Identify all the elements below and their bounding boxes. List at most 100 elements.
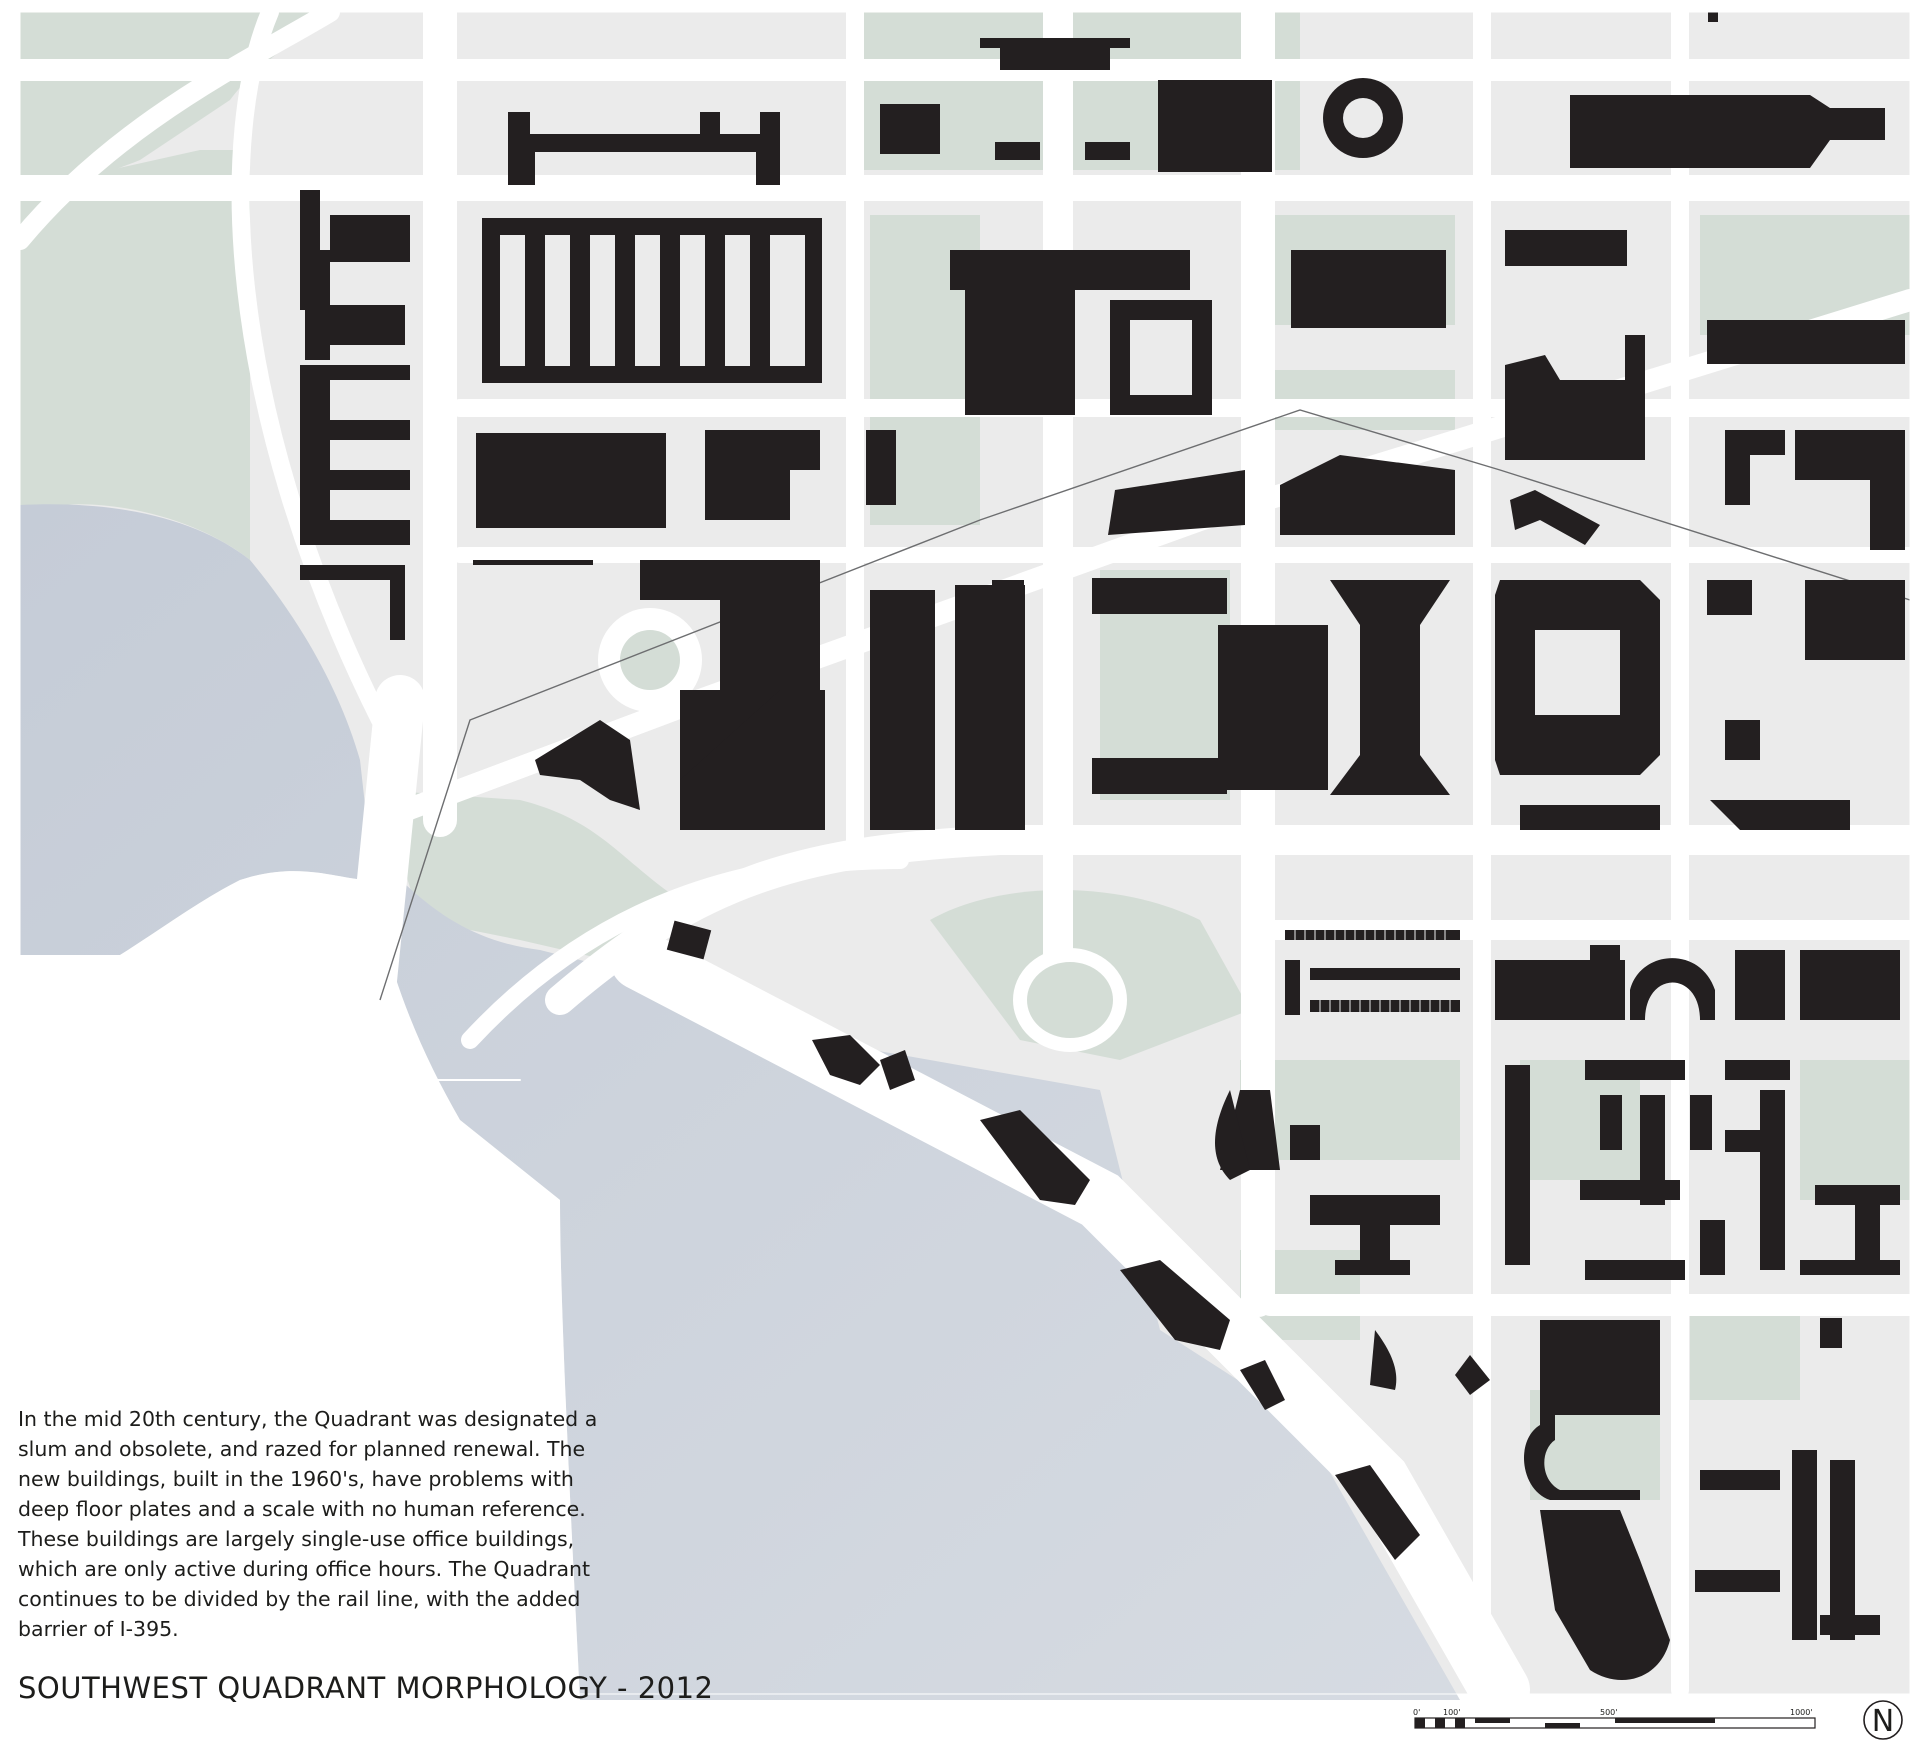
building-row-4: [1310, 1000, 1460, 1012]
freeway-ramp: [461, 851, 909, 1049]
building-west-complex: [300, 190, 410, 310]
building-row-1: [1285, 930, 1460, 940]
building-waterfront-3: [1120, 1260, 1230, 1350]
rail-line: [379, 409, 1911, 1001]
building-curve-w: [535, 720, 640, 810]
building-block-e: [1505, 230, 1627, 266]
building-row-se-3: [1600, 1095, 1622, 1150]
building-row-3: [1310, 968, 1460, 980]
description-line: new buildings, built in the 1960's, have…: [18, 1467, 574, 1491]
map-title: SOUTHWEST QUADRANT MORPHOLOGY - 2012: [18, 1671, 714, 1705]
building-ripley: [995, 142, 1040, 160]
building-waterfront-5: [1335, 1465, 1420, 1560]
building-tall-1: [870, 590, 935, 830]
building-waterfront-2: [980, 1110, 1090, 1205]
green-park-west: [20, 150, 250, 560]
building-small-ne: [1805, 580, 1905, 660]
building-small-sq: [1290, 1125, 1320, 1160]
scale-seg-2: [1435, 1718, 1445, 1728]
street-diag-waterfront: [610, 930, 1530, 1720]
green-block-se-3: [1800, 1060, 1910, 1200]
building-ring: [1110, 300, 1212, 415]
description-line: deep floor plates and a scale with no hu…: [18, 1497, 586, 1521]
building-row-se-8: [1580, 1180, 1680, 1200]
building-tall-lens: [1540, 1510, 1670, 1680]
building-bar-1: [1520, 805, 1660, 830]
north-arrow-circle: [1863, 1700, 1903, 1740]
building-waterfront-4: [1240, 1360, 1285, 1410]
scale-seg-6: [1615, 1718, 1715, 1723]
traffic-circle-south: [1013, 948, 1127, 1052]
road-curve-west: [10, 2, 340, 250]
building-hhs: [950, 250, 1190, 415]
building-row-se-7: [1760, 1090, 1785, 1270]
building-curved-e: [1215, 1090, 1250, 1180]
building-row-se-10: [1700, 1220, 1725, 1275]
building-block-a: [476, 433, 666, 528]
building-row-2: [1285, 960, 1300, 1015]
building-west-comb: [300, 365, 410, 545]
building-se-bar-2: [1695, 1570, 1780, 1592]
building-se-small: [1820, 1615, 1880, 1635]
building-curve-south-2: [1560, 1340, 1620, 1400]
building-waterfront-small: [666, 920, 712, 960]
building-row-se-1: [1585, 1060, 1685, 1080]
road-curve-west-2: [231, 3, 389, 729]
building-t-2: [1800, 1185, 1900, 1275]
scale-label-100: 100': [1443, 1708, 1460, 1717]
green-block-se-5: [1690, 1310, 1800, 1400]
scale-bar: 0' 100' 500' 1000': [1413, 1708, 1816, 1729]
building-curve-south: [1523, 1320, 1660, 1500]
scale-seg-5: [1545, 1723, 1580, 1728]
description-line: which are only active during office hour…: [18, 1557, 591, 1581]
road-bridge: [345, 675, 425, 1025]
rowhouse-lines-2: [1319, 1000, 1451, 1012]
building-agriculture: [508, 112, 780, 185]
building-t-1: [1310, 1195, 1440, 1275]
building-tall-3: [992, 580, 1024, 795]
building-block-d: [1291, 250, 1446, 328]
scale-label-500: 500': [1600, 1708, 1617, 1717]
blank-southwest: [20, 871, 580, 1700]
north-arrow: N: [1863, 1700, 1903, 1740]
building-waterfront-1: [812, 1035, 915, 1090]
building-se-sliver: [1820, 1318, 1842, 1348]
scale-seg-4: [1475, 1718, 1510, 1723]
scale-seg-1: [1415, 1718, 1425, 1728]
building-rect-court: [1495, 580, 1660, 775]
building-slab-n: [1092, 578, 1227, 614]
building-angled: [1510, 490, 1600, 545]
building-block-c: [866, 430, 896, 505]
building-small-e: [1707, 580, 1752, 615]
building-kite: [1455, 1355, 1490, 1395]
building-block-b: [705, 430, 820, 520]
scale-label-0: 0': [1413, 1708, 1420, 1717]
description-line: slum and obsolete, and razed for planned…: [18, 1437, 586, 1461]
building-se-tall: [1792, 1450, 1817, 1640]
building-hud-x: [1330, 580, 1450, 795]
building-block-g: [1505, 335, 1645, 460]
building-tall-se: [1505, 1065, 1530, 1265]
building-hud-north: [1280, 455, 1455, 535]
building-dot-hq: [1108, 470, 1245, 535]
rowhouse-texture: [1294, 930, 1451, 1012]
river-west: [20, 504, 1460, 1701]
building-kiosk: [1085, 142, 1130, 160]
building-se-tall-2: [1830, 1460, 1855, 1640]
map-description: In the mid 20th century, the Quadrant wa…: [18, 1404, 618, 1644]
description-line: These buildings are largely single-use o…: [18, 1527, 575, 1551]
description-line: barrier of I-395.: [18, 1617, 179, 1641]
building-west-L: [300, 565, 405, 640]
building-freer: [880, 104, 940, 154]
building-fed-1: [680, 690, 825, 830]
building-row-arc: [1630, 958, 1715, 1020]
building-bar-2: [1710, 800, 1850, 830]
building-row-se-2: [1725, 1060, 1790, 1080]
building-agriculture-south: [482, 218, 822, 383]
building-row-8: [1590, 945, 1620, 1005]
building-smithsonian-castle: [980, 38, 1130, 70]
building-thin-1: [473, 560, 593, 565]
description-line: In the mid 20th century, the Quadrant wa…: [18, 1407, 598, 1431]
building-block-i: [1795, 430, 1905, 550]
